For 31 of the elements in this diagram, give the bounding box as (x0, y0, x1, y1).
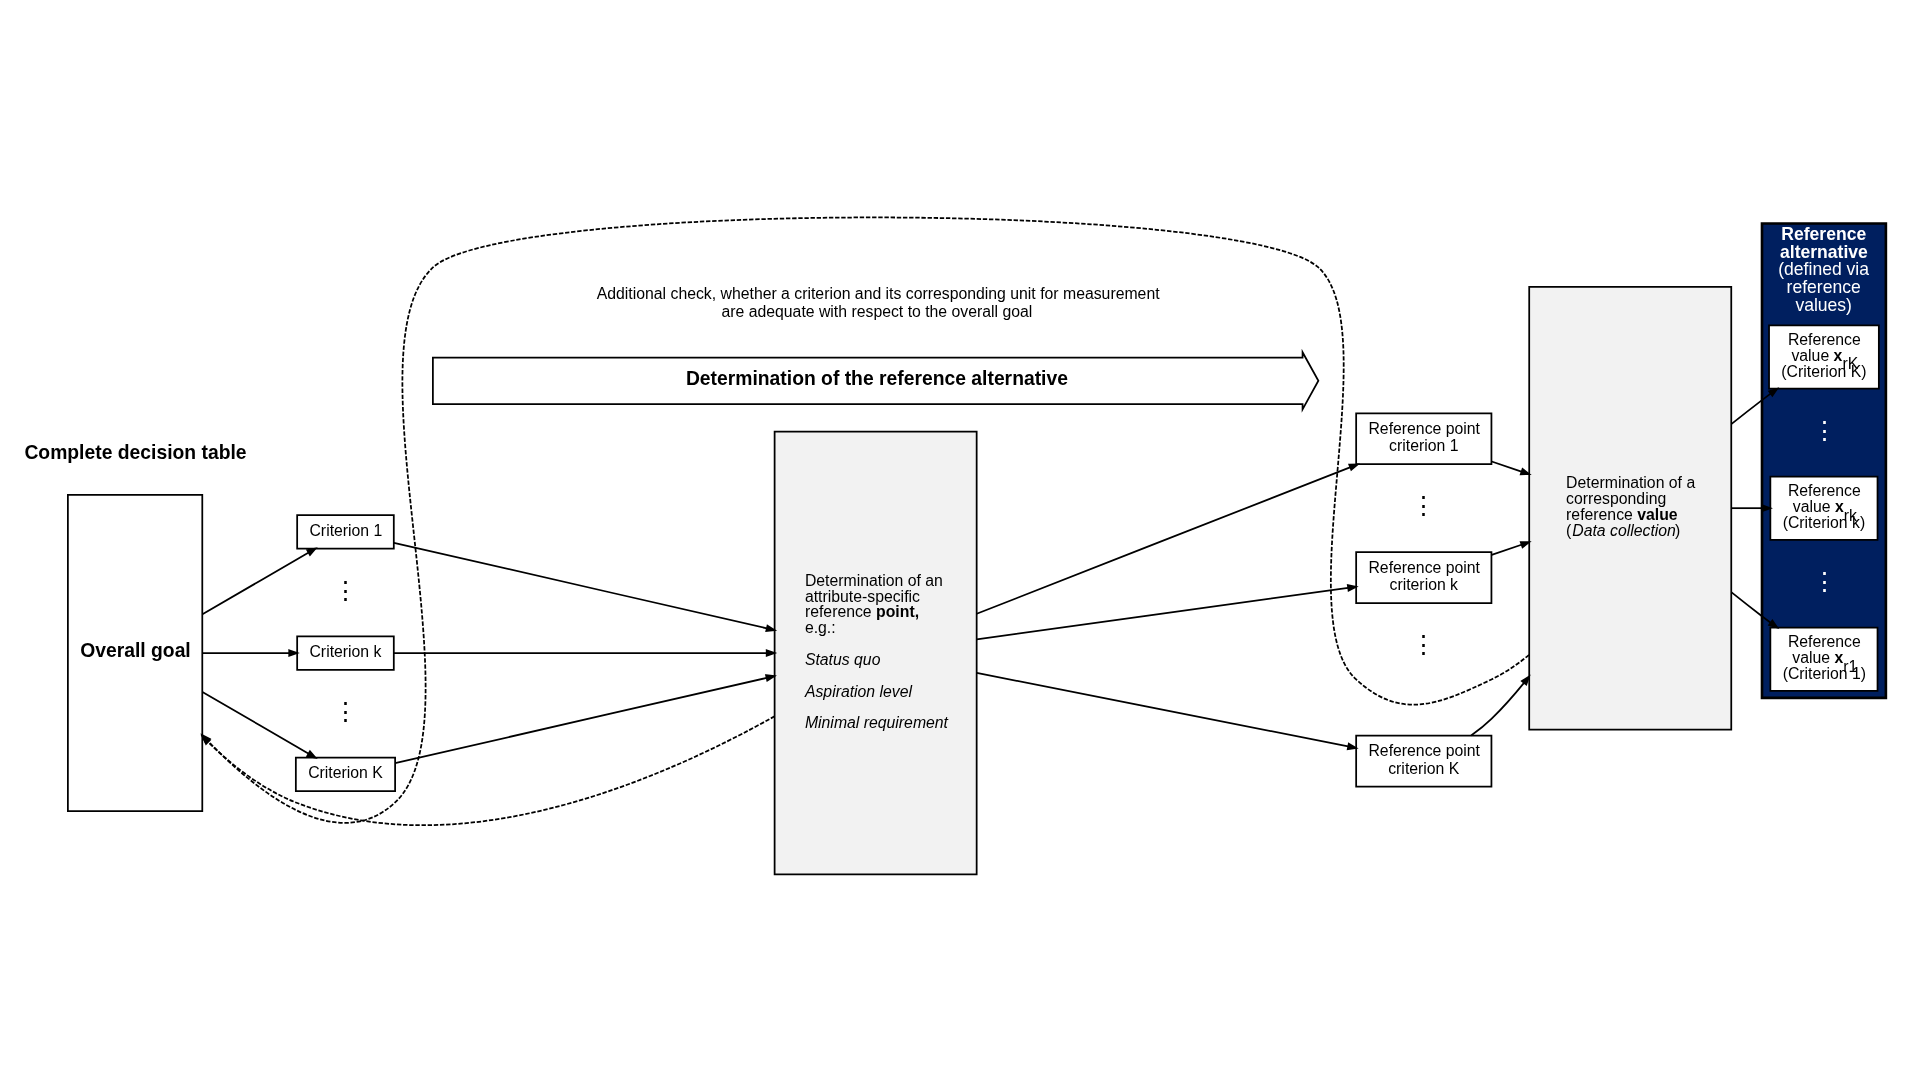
node-box: Criterion 1 (296, 513, 395, 549)
arrow (1490, 540, 1532, 556)
arrow (393, 541, 778, 632)
node-box: Determination of a corresponding reference value (Data collection) (1528, 285, 1733, 730)
label: ⋮ (333, 576, 359, 604)
label: ⋮ (1811, 567, 1837, 595)
node-box: Reference point criterion K (1355, 734, 1493, 787)
arrow (393, 648, 778, 657)
node-box: Reference point criterion k (1355, 550, 1493, 604)
node-box: Determination of an attribute-specific reference point, e.g.: Status quo Aspiration level Minimal requirement (773, 430, 978, 875)
label: Additional check, whether a criterion and its corresponding unit for measurement are adequate with respect to the overall goal (596, 284, 1160, 320)
arrow (1730, 591, 1780, 629)
label: ⋮ (333, 697, 359, 725)
node-box: Criterion K (294, 756, 396, 792)
arrow (975, 462, 1361, 615)
arrow (1490, 460, 1532, 475)
arrow (975, 671, 1359, 750)
arrow (201, 648, 300, 657)
arrow (1730, 386, 1780, 425)
label: Complete decision table (24, 441, 247, 463)
node-box: Reference point criterion 1 (1355, 411, 1493, 465)
label: ⋮ (1411, 630, 1437, 658)
arrow (1470, 673, 1531, 736)
label: ⋮ (1811, 416, 1837, 444)
arrow (1730, 503, 1773, 512)
arrow (975, 583, 1359, 640)
node-box: Overall goal (67, 493, 204, 812)
node-box: Criterion k (296, 635, 395, 671)
arrow (201, 546, 318, 615)
arrow (394, 673, 777, 764)
label: ⋮ (1411, 491, 1437, 519)
